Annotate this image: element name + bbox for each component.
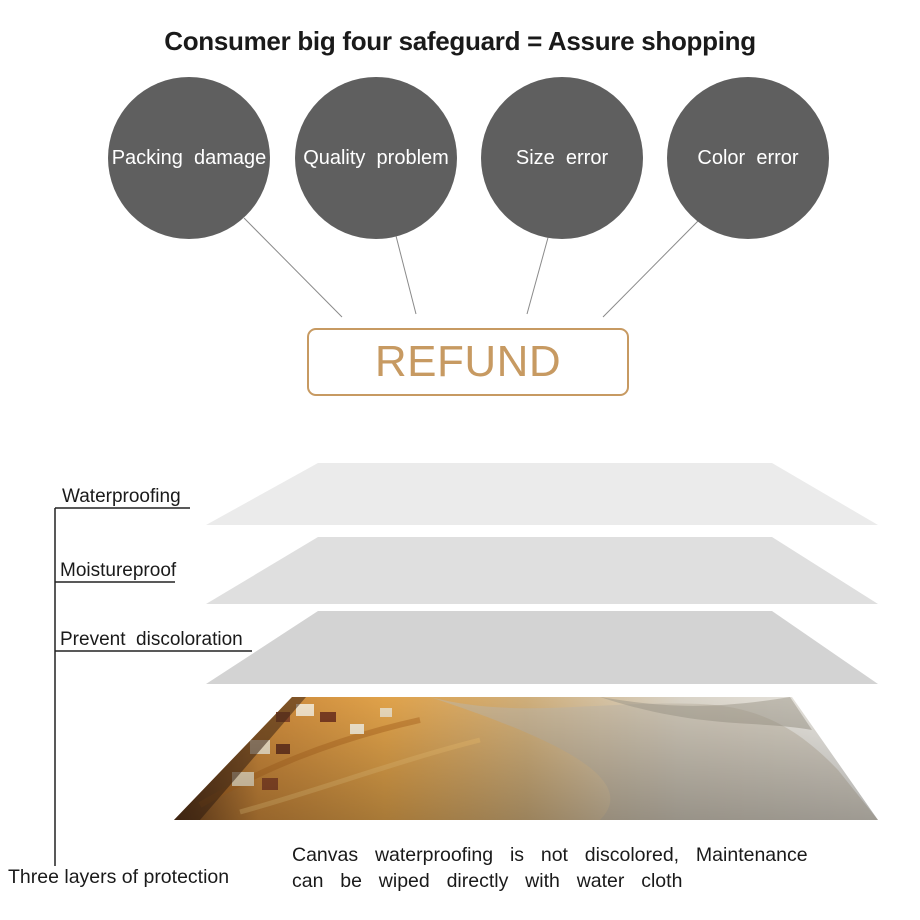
page-title: Consumer big four safeguard = Assure sho… — [164, 26, 756, 56]
connector-line-2 — [394, 231, 417, 315]
connector-line-4 — [602, 219, 700, 318]
safeguard-circle-packing-damage: Packing damage — [108, 77, 270, 239]
description-line-1: Canvas waterproofing is not discolored, … — [292, 844, 808, 866]
layer-label-prevent-discoloration: Prevent discoloration — [60, 629, 243, 650]
safeguard-label: Packing damage — [111, 146, 267, 169]
connector-line-1 — [243, 217, 343, 318]
refund-box: REFUND — [307, 328, 629, 396]
layer-label-moistureproof: Moistureproof — [60, 560, 177, 581]
layer-sheet-discoloration — [206, 611, 878, 684]
safeguard-label: Color error — [697, 146, 799, 169]
safeguard-circle-color-error: Color error — [667, 77, 829, 239]
bracket-label: Three layers of protection — [8, 866, 230, 888]
safeguard-circle-quality-problem: Quality problem — [295, 77, 457, 239]
painted-landscape-image — [174, 697, 878, 820]
safeguard-label: Quality problem — [303, 146, 449, 169]
safeguard-circle-size-error: Size error — [481, 77, 643, 239]
maintenance-description: Canvas waterproofing is not discolored, … — [292, 842, 808, 894]
layer-sheet-moistureproof — [206, 537, 878, 604]
connector-line-3 — [526, 233, 550, 315]
layer-sheet-waterproofing — [206, 463, 878, 525]
description-line-2: can be wiped directly with water cloth — [292, 870, 683, 892]
safeguard-label: Size error — [515, 146, 609, 169]
refund-label: REFUND — [374, 337, 562, 386]
layer-label-waterproofing: Waterproofing — [62, 486, 181, 507]
